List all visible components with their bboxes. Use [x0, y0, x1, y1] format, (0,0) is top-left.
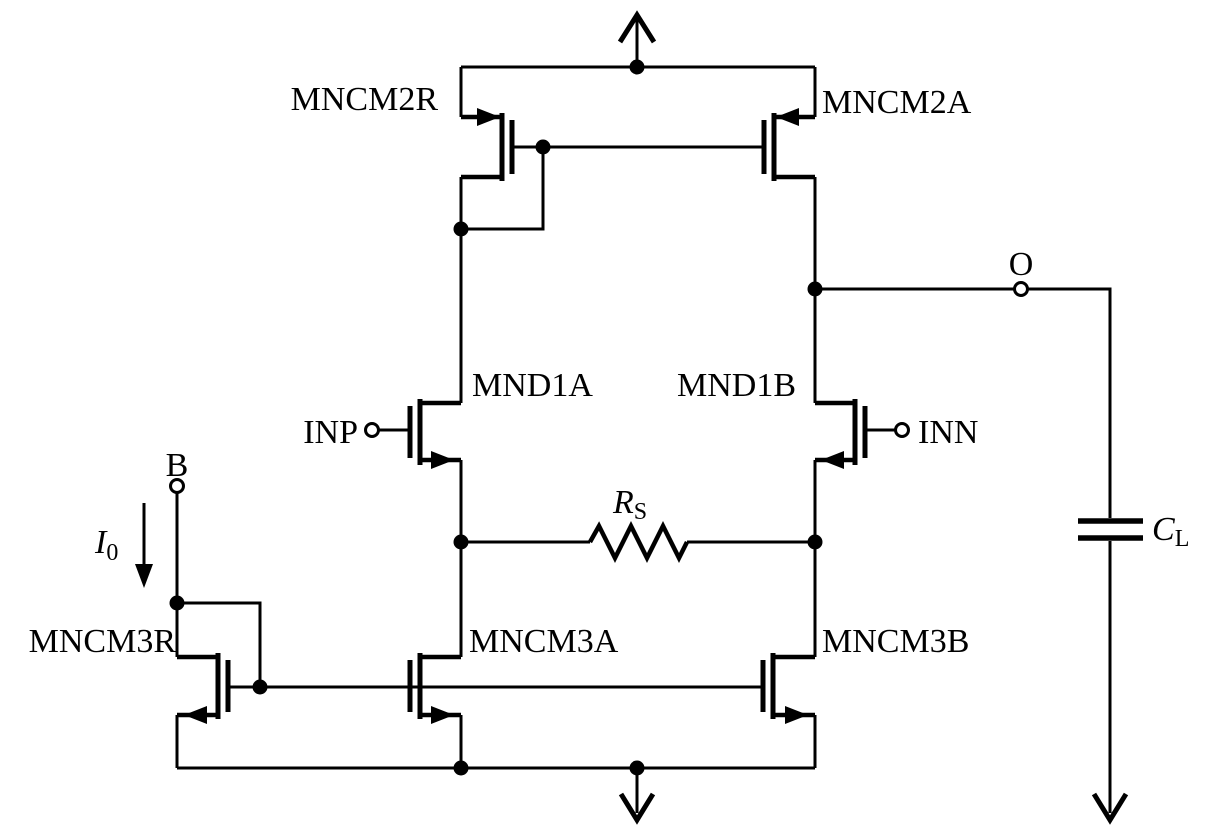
junction-dot-mncm3a-source [453, 760, 469, 776]
mncm3r-source-arrow-icon [184, 706, 207, 724]
resistor-rs [453, 520, 823, 657]
vss-arrow-icon [618, 792, 656, 825]
mncm3b-source-arrow-icon [785, 706, 808, 724]
label-mncm3r: MNCM3R [29, 623, 177, 660]
transistor-mnd1b [813, 399, 910, 542]
vdd-arrow-icon [617, 10, 657, 44]
label-b: B [166, 447, 189, 484]
label-cl: CL [1152, 511, 1189, 552]
junction-dot-vdd [629, 59, 645, 75]
terminal-b [169, 478, 185, 494]
mncm3r-diode-tie-wire [177, 601, 262, 687]
label-i0: I0 [94, 524, 118, 566]
transistor-mncm2a [761, 67, 817, 181]
label-inp: INP [303, 414, 358, 451]
terminal-inn [894, 422, 910, 438]
transistor-mncm3b [760, 653, 817, 768]
vdd-rail [461, 10, 815, 75]
label-mnd1b: MND1B [677, 367, 796, 404]
label-mncm2r: MNCM2R [291, 81, 439, 118]
output-wire-right [1028, 287, 1112, 518]
label-mncm3b: MNCM3B [822, 623, 969, 660]
vss-rail [177, 760, 815, 825]
label-rs: RS [612, 484, 647, 525]
transistor-mncm2r [453, 67, 551, 237]
mncm2a-source-arrow-icon [776, 108, 799, 126]
mncm2r-diode-tie-wire [461, 147, 545, 231]
cl-ground-arrow-icon [1091, 792, 1129, 825]
terminal-o [1013, 281, 1029, 297]
output-net [807, 281, 1112, 518]
labels: MNCM2R MNCM2A MND1A MND1B MNCM3R MNCM3A … [29, 81, 1190, 660]
mncm3a-source-arrow-icon [431, 706, 454, 724]
mncm2r-source-arrow-icon [477, 108, 500, 126]
capacitor-cl [1078, 518, 1143, 825]
label-mncm3a: MNCM3A [469, 623, 619, 660]
label-inn: INN [918, 414, 978, 451]
label-mnd1a: MND1A [472, 367, 593, 404]
mnd1a-source-arrow-icon [431, 451, 454, 469]
transistor-mnd1a [364, 229, 463, 542]
i0-arrow-icon [135, 564, 153, 588]
mnd1b-source-arrow-icon [821, 451, 844, 469]
rs-zigzag [588, 520, 690, 564]
bias-input [135, 478, 262, 687]
terminal-inp [364, 422, 380, 438]
transistor-mncm3a [407, 653, 463, 768]
label-mncm2a: MNCM2A [822, 84, 972, 121]
label-o: O [1009, 246, 1034, 283]
